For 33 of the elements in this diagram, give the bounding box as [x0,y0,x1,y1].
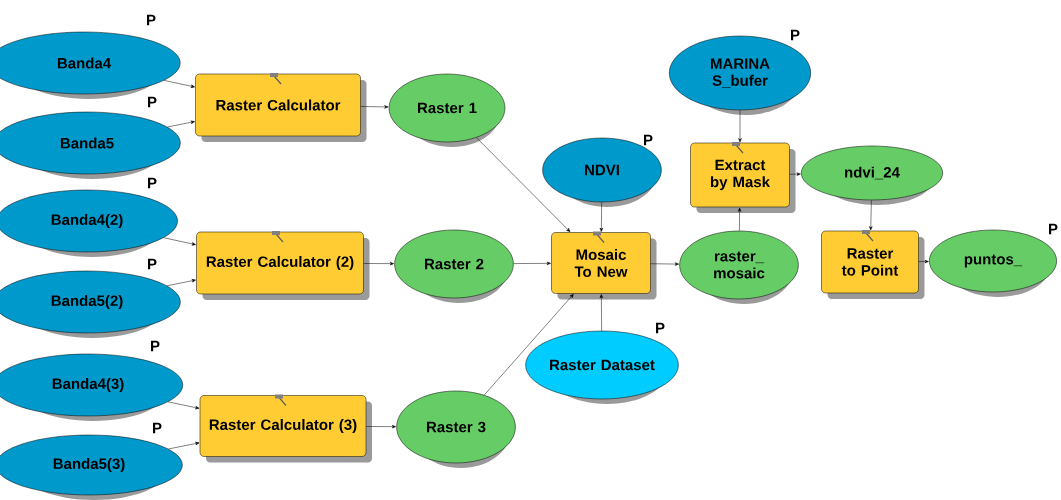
parameter-mark: P [148,177,157,189]
parameter-mark: P [147,14,156,26]
parameter-mark: P [148,96,157,108]
arrow [168,441,200,450]
parameter-mark: P [148,258,157,270]
tool-box: Raster Calculator [195,73,367,142]
parameter-mark: P [644,134,653,146]
arrow [476,137,571,232]
arrow [737,207,742,231]
tool-box: Raster to Point [821,230,925,299]
tool-box: Raster Calculator (3) [199,395,372,463]
arrow [166,279,196,287]
tool-box: Extract by Mask [690,142,796,213]
arrow [918,259,929,264]
arrow [650,262,679,266]
arrow [366,424,396,429]
arrow [599,294,604,331]
tool-box: Mosaic To New [551,232,657,300]
parameter-mark: P [153,422,162,434]
arrow [789,172,801,176]
parameter-mark: P [151,340,160,352]
arrow [167,120,195,128]
arrow [163,80,195,88]
tool-box: Raster Calculator (2) [196,231,370,300]
arrow [363,261,394,266]
arrow [484,294,574,396]
arrow [738,110,742,143]
arrow [163,237,196,246]
arrow [513,261,551,266]
arrow [869,200,873,231]
arrow [360,105,389,109]
arrow [599,202,604,232]
arrow [167,401,200,410]
